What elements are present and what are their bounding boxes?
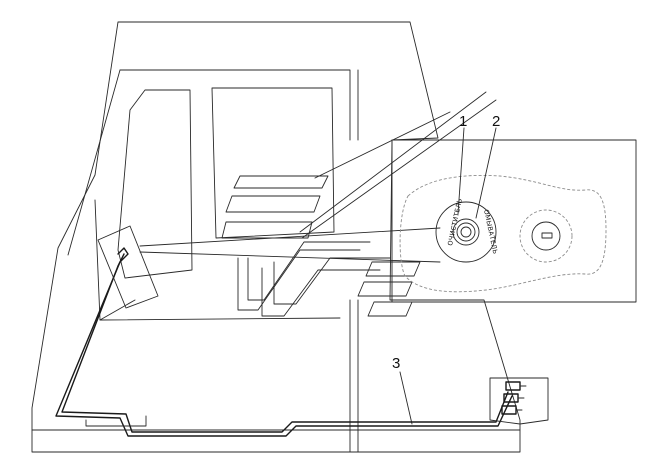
- floor-clip: [85, 415, 147, 427]
- detail-view-frame: [391, 139, 637, 303]
- cab-body: [31, 21, 521, 453]
- ignition-switch[interactable]: [519, 209, 573, 263]
- washer-hose: [55, 247, 513, 437]
- panel-stripes-upper: [221, 175, 329, 239]
- callout-1: 1: [459, 113, 467, 130]
- panel-stripes-lower: [237, 241, 421, 317]
- callout-leaders: [399, 127, 497, 425]
- detail-panel-contour: [399, 174, 607, 293]
- switch-ring-right-text: ОМЫВАТЕЛЬ: [482, 209, 499, 255]
- switch-ring-left-text: ОЧИСТИТЕЛЬ: [446, 198, 464, 247]
- hose-bracket-left: [97, 225, 159, 309]
- callout-3: 3: [392, 355, 400, 372]
- callout-2: 2: [492, 113, 500, 130]
- wiper-washer-switch[interactable]: ОЧИСТИТЕЛЬ ОМЫВАТЕЛЬ: [435, 198, 499, 263]
- connector-fittings: [501, 381, 527, 415]
- projection-lines: [139, 91, 497, 263]
- connector-block: [489, 377, 549, 425]
